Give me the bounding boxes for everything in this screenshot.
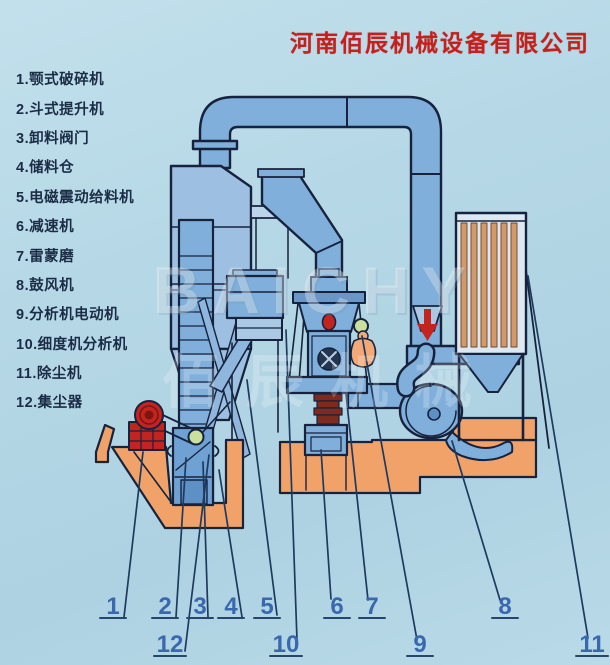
callout-1: 1 <box>106 593 119 620</box>
flow-arrow-icon <box>417 324 438 341</box>
legend-item-8: 8.鼓风机 <box>16 277 75 294</box>
leader-7 <box>345 393 369 601</box>
blower-curl <box>445 431 514 462</box>
leader-4 <box>218 469 243 618</box>
leader-8 <box>451 440 501 601</box>
collector-funnel <box>458 353 524 393</box>
legend-item-7: 7.雷蒙磨 <box>16 248 75 265</box>
legend-item-11: 11.除尘机 <box>16 366 82 383</box>
callout-5: 5 <box>260 593 273 620</box>
callout-9: 9 <box>413 631 426 658</box>
collector-strut <box>525 269 550 449</box>
legend-item-5: 5.电磁震动给料机 <box>16 189 135 206</box>
feed-hopper-assembly <box>209 269 285 441</box>
analyzer-motor <box>321 313 337 331</box>
leader-lines <box>123 275 589 652</box>
pipe-flange <box>191 139 239 151</box>
raymond-mill <box>285 268 377 457</box>
company-title: 河南佰辰机械设备有限公司 <box>290 30 590 56</box>
legend-item-6: 6.减速机 <box>16 219 75 236</box>
legend-item-3: 3.卸料阀门 <box>16 130 90 147</box>
blower-hub <box>427 407 441 421</box>
bellows <box>313 393 343 425</box>
leader-9 <box>361 335 418 641</box>
mill-top-flange <box>292 291 366 304</box>
bag-dust-collector <box>454 211 550 449</box>
callout-4: 4 <box>224 593 238 620</box>
leader-1 <box>123 451 144 618</box>
legend-item-9: 9.分析机电动机 <box>16 307 120 324</box>
mill-cap <box>310 276 348 293</box>
vibrating-feeder <box>235 317 283 341</box>
reducer-box <box>303 423 349 457</box>
leader-10 <box>285 329 298 641</box>
callout-7: 7 <box>365 593 378 620</box>
boot-hook <box>166 445 172 457</box>
callout-labels: 1 2 3 4 5 6 7 8 9 10 11 12 <box>99 593 609 658</box>
callout-12: 12 <box>157 631 184 658</box>
leader-3 <box>202 461 209 618</box>
callout-8: 8 <box>498 593 511 620</box>
jaw-crusher <box>128 400 231 451</box>
leader-6 <box>320 449 332 600</box>
filter-bags <box>460 222 518 348</box>
legend-item-4: 4.储料仓 <box>16 160 75 177</box>
callout-3: 3 <box>193 593 206 620</box>
callout-6: 6 <box>330 593 343 620</box>
callout-10: 10 <box>273 631 300 658</box>
callout-11: 11 <box>579 631 604 658</box>
foundation-left <box>94 423 245 530</box>
leader-2 <box>175 457 187 618</box>
legend-item-1: 1.颚式破碎机 <box>16 72 105 89</box>
blower <box>346 342 514 462</box>
mill-leg <box>288 302 299 383</box>
foundation-lip <box>94 423 116 464</box>
drive-belt <box>201 401 231 434</box>
boot-hook <box>214 445 220 457</box>
mill-base-beam <box>285 375 369 395</box>
leader-11 <box>527 275 589 639</box>
tan-hopper-shape <box>350 337 377 368</box>
callout-underlines <box>99 617 609 657</box>
callout-2: 2 <box>158 593 171 620</box>
flow-indicator <box>412 305 443 341</box>
legend-item-2: 2.斗式提升机 <box>16 101 105 118</box>
leader-5 <box>246 379 278 616</box>
parts-legend: 1.颚式破碎机 2.斗式提升机 3.卸料阀门 4.储料仓 5.电磁震动给料机 6… <box>16 64 186 417</box>
flow-arrow-icon <box>424 309 431 324</box>
legend-item-10: 10.细度机分析机 <box>16 336 128 353</box>
green-pulley <box>187 428 205 446</box>
legend-item-12: 12.集尘器 <box>16 395 83 412</box>
hopper-box <box>225 274 285 320</box>
